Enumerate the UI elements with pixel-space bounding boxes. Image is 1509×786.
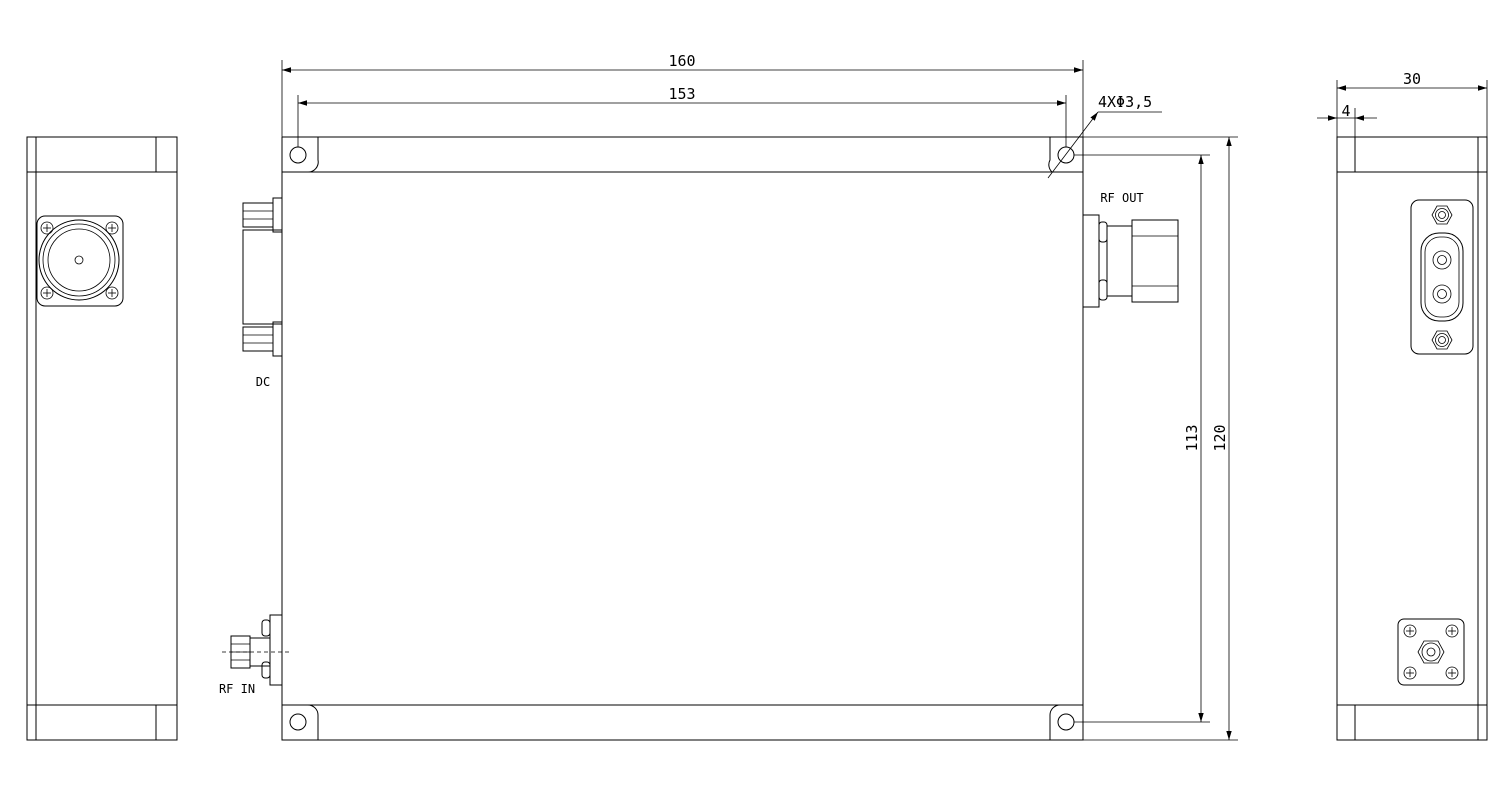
n-type-connector-face [36, 215, 124, 307]
sma-connector-face [1397, 618, 1465, 686]
dimension-120-label: 120 [1211, 424, 1229, 451]
dimension-hole-spacing-y: 113 [1074, 154, 1210, 723]
mounting-hole-callout: 4XΦ3,5 [1047, 93, 1162, 179]
rf-out-connector [1082, 214, 1179, 308]
dimension-30-label: 30 [1403, 70, 1421, 88]
dc-label: DC [256, 375, 270, 389]
dimension-113-label: 113 [1183, 424, 1201, 451]
mounting-hole [289, 713, 307, 731]
left-side-view [26, 136, 178, 741]
mounting-holes-label: 4XΦ3,5 [1098, 93, 1152, 111]
rf-in-label: RF IN [219, 682, 255, 696]
mounting-hole [1057, 713, 1075, 731]
dimension-4-label: 4 [1341, 102, 1350, 120]
dc-connector [242, 197, 283, 357]
mounting-hole [1057, 146, 1075, 164]
dimension-depth: 30 [1336, 70, 1488, 137]
dimension-160-label: 160 [668, 52, 695, 70]
dc-connector-face [1410, 199, 1474, 355]
mounting-hole [289, 146, 307, 164]
right-side-view: 30 4 [1317, 70, 1488, 741]
dimension-hole-spacing-x: 153 [297, 85, 1067, 147]
dimension-153-label: 153 [668, 85, 695, 103]
dimension-overall-width: 160 [281, 52, 1084, 137]
rf-in-connector [222, 614, 292, 686]
main-front-view: DC RF OUT RF IN 160 153 4XΦ3,5 1 [219, 52, 1238, 741]
dimension-overall-height: 120 [1083, 136, 1238, 741]
dimension-flange: 4 [1317, 102, 1377, 137]
rf-out-label: RF OUT [1100, 191, 1143, 205]
